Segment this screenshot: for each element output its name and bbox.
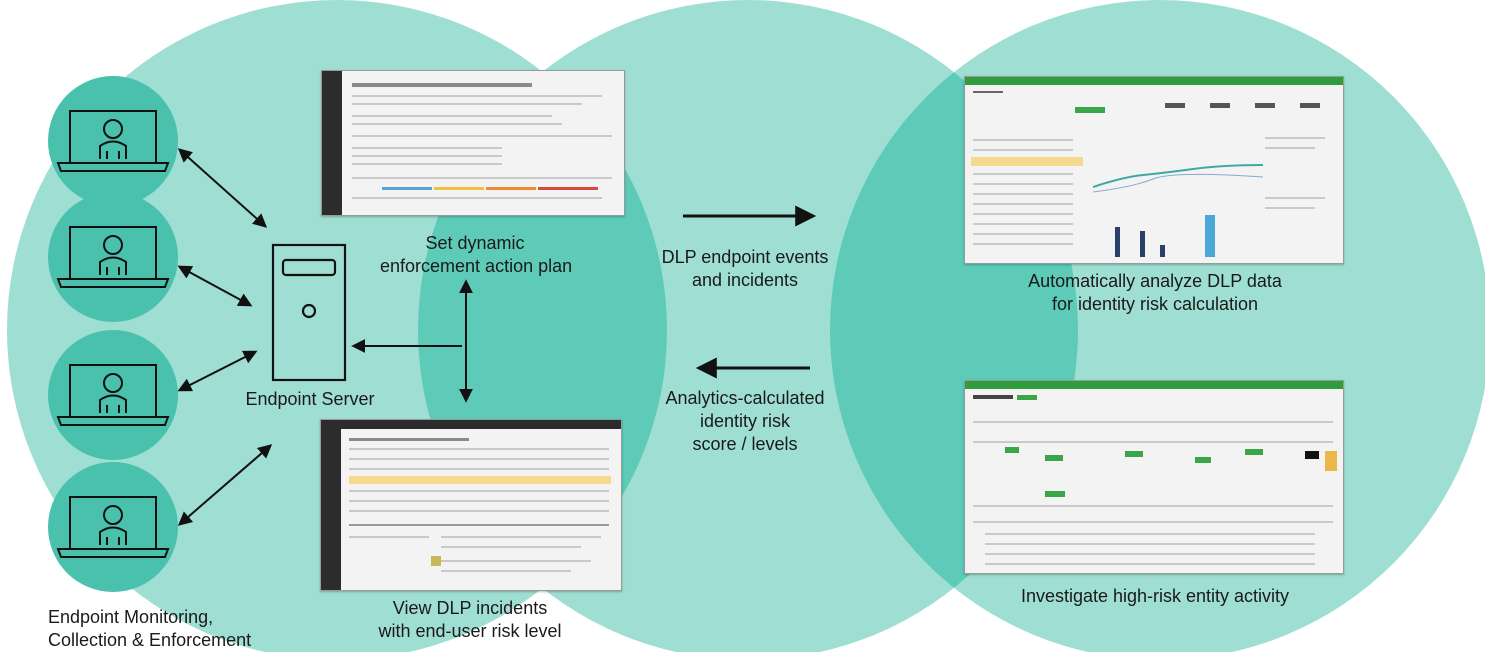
endpoint-laptop-1 — [48, 76, 178, 206]
endpoint-monitoring-label: Endpoint Monitoring,Collection & Enforce… — [48, 607, 252, 650]
endpoint-laptop-4 — [48, 462, 178, 592]
endpoint-laptop-3 — [48, 330, 178, 460]
arrow-icon — [177, 148, 268, 228]
laptop-user-icon — [56, 496, 170, 558]
risk-analytics-screenshot — [964, 76, 1344, 264]
middle-right-overlap — [830, 0, 1078, 652]
investigate-label: Investigate high-risk entity activity — [1020, 586, 1290, 606]
dlp-incidents-screenshot — [320, 419, 622, 591]
server-tower-icon — [271, 243, 347, 382]
laptop-user-icon — [56, 364, 170, 426]
action-plan-screenshot — [321, 70, 625, 216]
endpoint-laptop-2 — [48, 192, 178, 322]
arrow-icon — [177, 265, 253, 307]
laptop-user-icon — [56, 226, 170, 288]
entity-activity-screenshot — [964, 380, 1344, 574]
risk-trend-sparkline — [1093, 164, 1263, 193]
laptop-user-icon — [56, 110, 170, 172]
arrow-icon — [177, 444, 273, 526]
arrow-icon — [177, 350, 258, 392]
endpoint-server-label: Endpoint Server — [245, 389, 375, 409]
